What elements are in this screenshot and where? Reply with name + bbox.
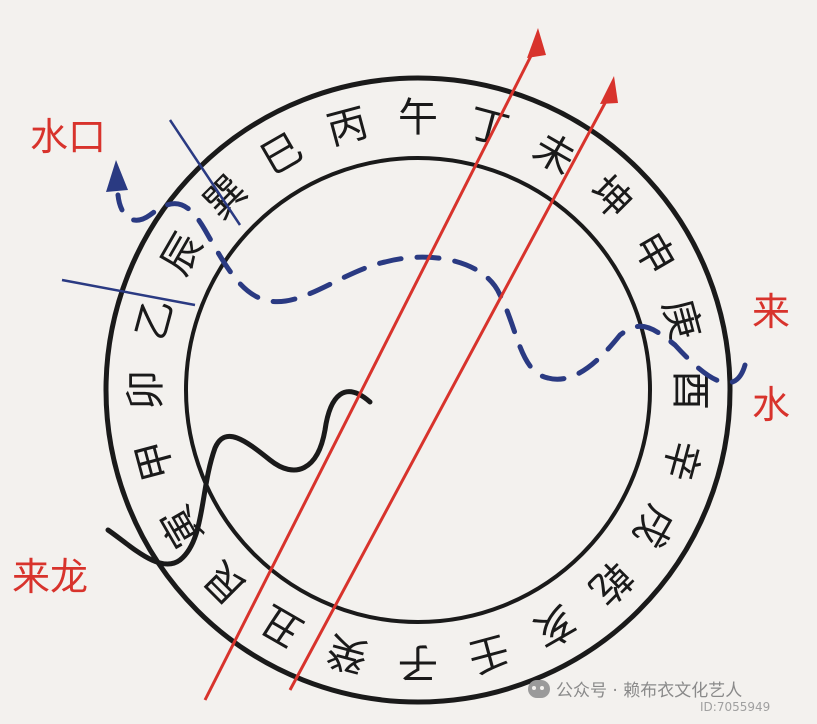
ring-char-6: 卯 [123, 370, 169, 410]
water-flow-dashed-path [115, 192, 748, 386]
ring-char-18: 酉 [667, 370, 713, 410]
ring-char-0: 子 [398, 639, 438, 685]
ring-char-17: 庚 [653, 294, 708, 345]
ring-char-20: 戌 [624, 497, 684, 555]
ring-char-15: 坤 [580, 167, 641, 228]
watermark: 公众号 · 赖布衣文化艺人 [528, 676, 742, 701]
watermark-text: 公众号 · 赖布衣文化艺人 [556, 681, 743, 701]
ring-char-11: 丙 [322, 100, 373, 155]
incoming-water-label-bottom: 水 [752, 383, 790, 427]
red-direction-line-right [288, 89, 614, 691]
ring-char-1: 癸 [322, 625, 373, 680]
water-outlet-boundary-line-upper [168, 119, 242, 226]
watermark-id: ID:7055949 [700, 700, 771, 714]
water-outlet-boundary-line-lower [61, 278, 196, 307]
water-outlet-label: 水口 [30, 115, 106, 159]
ring-char-21: 乾 [580, 552, 641, 613]
ring-char-5: 甲 [128, 435, 183, 486]
red-arrow-head-right [600, 76, 618, 104]
ring-char-22: 亥 [525, 596, 583, 656]
ring-char-23: 壬 [463, 625, 514, 680]
ring-char-10: 巳 [253, 125, 311, 185]
ring-char-14: 未 [525, 125, 583, 185]
inner-ring-circle [184, 156, 652, 624]
incoming-water-label-top: 来 [752, 290, 790, 334]
ring-char-19: 辛 [653, 435, 708, 486]
ring-char-3: 艮 [195, 552, 256, 613]
red-arrow-head-left [527, 28, 546, 58]
ring-char-12: 午 [398, 95, 438, 141]
ring-char-9: 巽 [195, 167, 256, 228]
wechat-icon [528, 679, 550, 698]
ring-char-2: 丑 [253, 596, 311, 656]
incoming-dragon-label: 来龙 [12, 555, 88, 599]
incoming-dragon-path [105, 389, 373, 567]
water-outlet-arrow-icon [106, 160, 128, 192]
ring-char-8: 辰 [153, 225, 213, 283]
outer-ring-circle [103, 75, 733, 705]
red-direction-line-left [203, 41, 540, 701]
ring-char-16: 申 [624, 225, 684, 283]
